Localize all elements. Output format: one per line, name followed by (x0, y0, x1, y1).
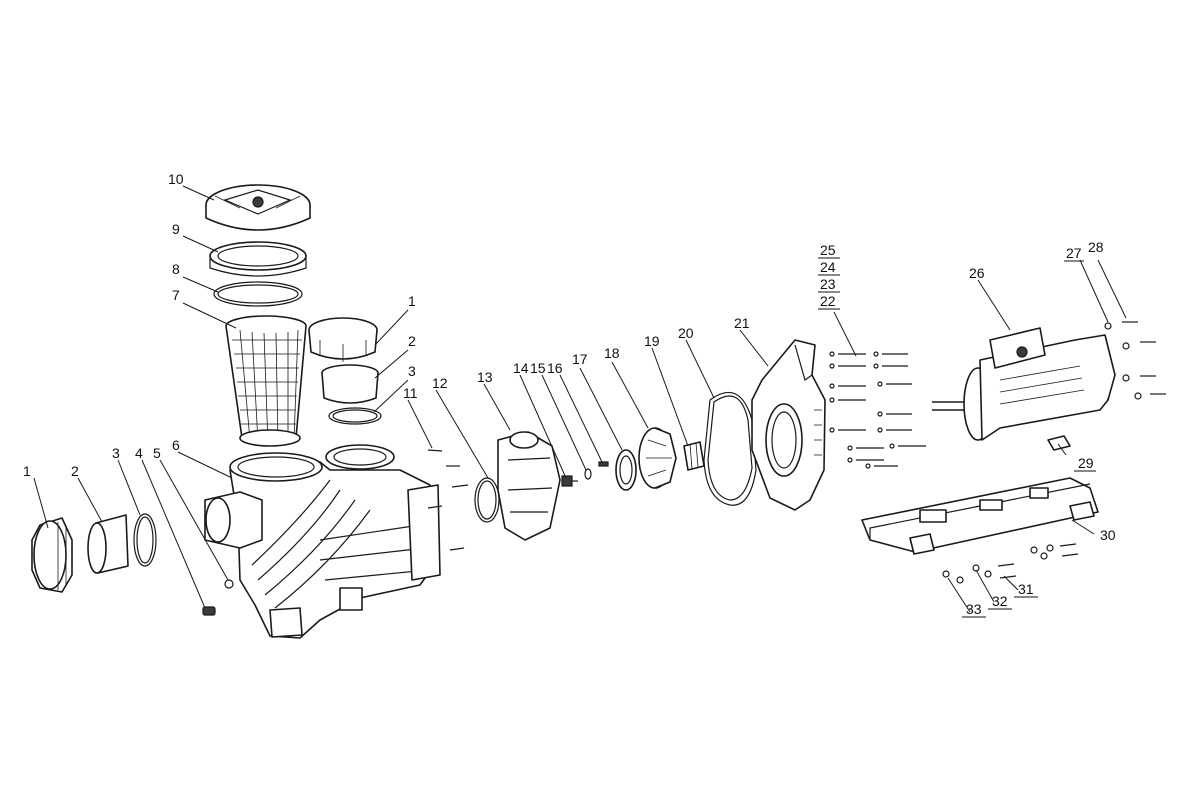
part-17-wear-ring (615, 449, 637, 491)
part-30-base (861, 477, 1099, 555)
part-7-strainer-basket (225, 315, 307, 447)
callout-4: 4 (135, 445, 143, 461)
part-2-tailpiece-left (87, 514, 129, 574)
part-16-pin (598, 461, 609, 467)
callout-16: 16 (547, 360, 563, 376)
part-3-oring-left (133, 513, 157, 567)
part-18-impeller (638, 427, 677, 489)
part-15-washer (584, 468, 592, 480)
part-5-drain-oring (224, 579, 234, 589)
callout-15: 15 (530, 360, 546, 376)
callout-17: 17 (572, 351, 588, 367)
callout-29: 29 (1078, 455, 1094, 471)
callout-10: 10 (168, 171, 184, 187)
callout-labels: 1 2 3 4 5 6 7 8 9 10 1 2 3 11 12 13 14 1… (23, 171, 1116, 618)
part-8-lid-oring (213, 281, 303, 307)
part-3-oring-right (328, 407, 382, 425)
callout-18: 18 (604, 345, 620, 361)
callout-11: 11 (403, 385, 418, 401)
part-14-impeller-bolt (561, 475, 578, 487)
part-12-diffuser-oring (474, 477, 500, 523)
callout-23: 23 (820, 276, 836, 292)
callout-1-left: 1 (23, 463, 31, 479)
part-9-lid-ring (209, 241, 307, 277)
part-4-drain-plug (202, 606, 216, 616)
part-31-33-base-hardware (942, 543, 1079, 584)
callout-28: 28 (1088, 239, 1104, 255)
part-2-tailpiece-right (321, 364, 379, 404)
callout-7: 7 (172, 287, 180, 303)
callout-13: 13 (477, 369, 493, 385)
callout-19: 19 (644, 333, 660, 349)
callout-2-left: 2 (71, 463, 79, 479)
callout-22: 22 (820, 293, 836, 309)
part-11-screws (427, 449, 469, 551)
part-1-union-nut-right (308, 317, 378, 362)
callout-33: 33 (966, 601, 982, 617)
callout-31: 31 (1018, 581, 1034, 597)
callout-32: 32 (992, 593, 1008, 609)
callout-12: 12 (432, 375, 448, 391)
part-29-key (1047, 435, 1071, 451)
leader-lines (33, 185, 1127, 613)
part-22-25-bolt-sets (829, 351, 926, 469)
callout-9: 9 (172, 221, 180, 237)
callout-21: 21 (734, 315, 750, 331)
callout-6: 6 (172, 437, 180, 453)
part-20-large-oring (703, 391, 757, 506)
part-21-seal-plate (751, 339, 826, 511)
callout-25: 25 (820, 242, 836, 258)
callout-2-right: 2 (408, 333, 416, 349)
callout-3-left: 3 (112, 445, 120, 461)
part-13-diffuser (497, 431, 561, 541)
part-26-motor (932, 327, 1116, 441)
part-6-pump-housing (204, 444, 441, 639)
part-1-union-nut-left (31, 517, 73, 593)
callout-5: 5 (153, 445, 161, 461)
callout-20: 20 (678, 325, 694, 341)
part-19-mechanical-seal (683, 441, 705, 471)
part-27-28-motor-bolts (1104, 321, 1166, 400)
callout-27: 27 (1066, 245, 1082, 261)
callout-26: 26 (969, 265, 985, 281)
callout-14: 14 (513, 360, 529, 376)
callout-8: 8 (172, 261, 180, 277)
callout-1-right: 1 (408, 293, 416, 309)
callout-24: 24 (820, 259, 836, 275)
part-10-lid (205, 184, 311, 231)
callout-30: 30 (1100, 527, 1116, 543)
callout-3-right: 3 (408, 363, 416, 379)
